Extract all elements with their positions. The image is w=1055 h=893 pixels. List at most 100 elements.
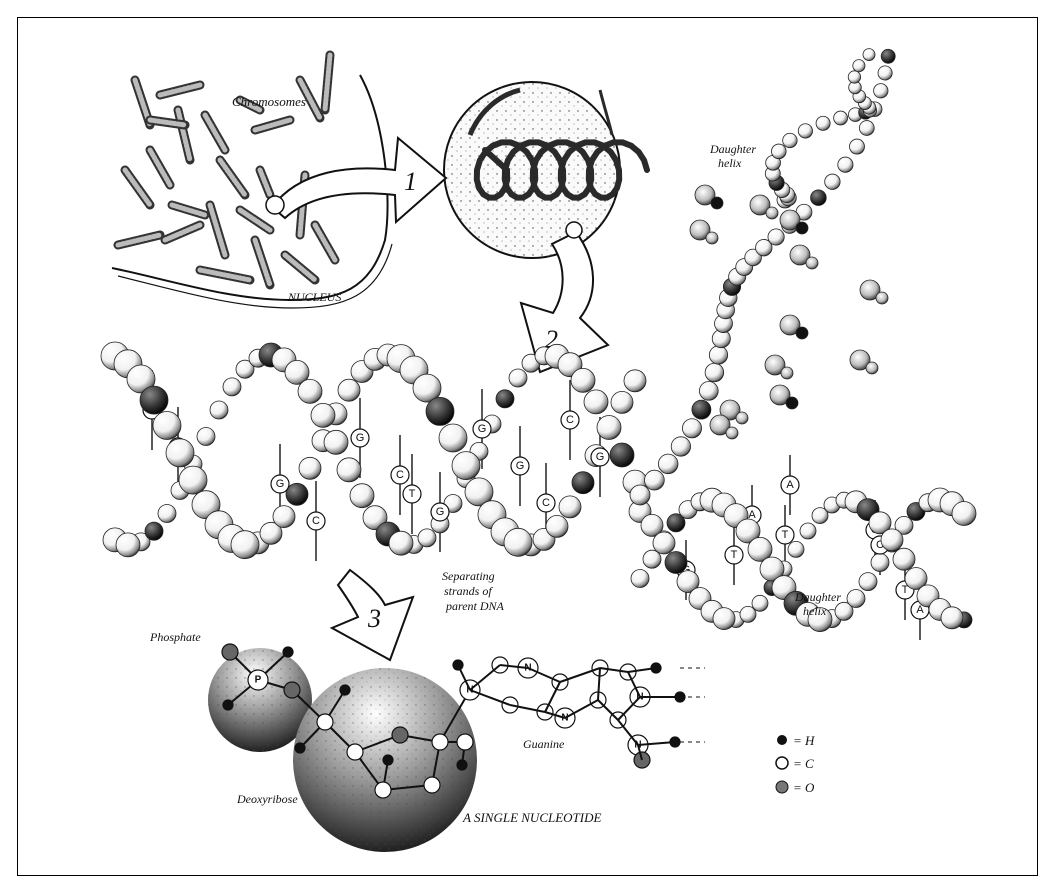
backbone-bead — [610, 443, 634, 467]
nucleotide-structure: PNNNNN — [208, 644, 705, 852]
backbone-bead — [140, 386, 168, 414]
backbone-bead — [671, 437, 690, 456]
backbone-bead — [597, 416, 621, 440]
guanine-label: Guanine — [523, 737, 565, 751]
backbone-bead — [859, 121, 874, 136]
base-letter: G — [516, 460, 525, 472]
backbone-bead — [645, 470, 665, 490]
hydrogen-atom — [283, 647, 293, 657]
carbon-atom — [457, 734, 473, 750]
hydrogen-atom — [383, 755, 393, 765]
base-letter: G — [356, 432, 365, 444]
backbone-bead — [643, 550, 661, 568]
backbone-bead — [286, 483, 308, 505]
phosphate-label: Phosphate — [149, 630, 201, 644]
backbone-bead — [509, 369, 527, 387]
oxygen-atom — [284, 682, 300, 698]
backbone-bead — [665, 552, 687, 574]
backbone-bead — [709, 346, 727, 364]
arrow-1 — [272, 138, 446, 222]
backbone-back — [132, 344, 972, 628]
backbone-bead — [153, 412, 181, 440]
arrow-1-origin — [266, 196, 284, 214]
hydrogen-atom — [223, 700, 233, 710]
backbone-bead — [752, 595, 768, 611]
carbon-legend-icon — [776, 757, 788, 769]
backbone-bead — [571, 368, 595, 392]
backbone-bead — [740, 606, 756, 622]
backbone-bead — [783, 133, 797, 147]
backbone-bead — [811, 190, 827, 206]
backbone-bead — [572, 472, 594, 494]
backbone-bead — [847, 590, 865, 608]
base-letter: T — [731, 549, 738, 561]
base-letter: T — [782, 529, 789, 541]
magnified-chromatin — [444, 82, 647, 258]
backbone-bead — [116, 533, 140, 557]
carbon-atom — [424, 777, 440, 793]
atom-symbol: P — [255, 675, 262, 686]
step-1-label: 1 — [404, 167, 417, 196]
backbone-bead — [624, 370, 646, 392]
svg-text:strands of: strands of — [444, 584, 493, 598]
backbone-bead — [179, 466, 207, 494]
backbone-bead — [878, 66, 892, 80]
separating-strands-label: Separating strands of parent DNA — [442, 569, 505, 613]
base-letter: C — [312, 515, 320, 527]
base-labels: GGGCGCGGGCCGTGATATGCTA — [143, 401, 929, 619]
hydrogen-atom — [295, 743, 305, 753]
backbone-bead — [145, 522, 163, 540]
backbone-bead — [834, 111, 848, 125]
backbone-bead — [418, 529, 436, 547]
backbone-bead — [853, 60, 865, 72]
base-letter: G — [276, 478, 285, 490]
single-nucleotide-label: A SINGLE NUCLEOTIDE — [462, 810, 602, 825]
backbone-bead — [426, 397, 454, 425]
hydrogen-atom — [457, 760, 467, 770]
chromosomes-label: Chromosomes — [232, 94, 306, 109]
backbone-bead — [338, 379, 360, 401]
atom-legend: = H = C = O — [776, 733, 815, 795]
carbon-atom — [432, 734, 448, 750]
backbone-bead — [299, 457, 321, 479]
backbone-bead — [223, 378, 241, 396]
backbone-bead — [298, 379, 322, 403]
backbone-bead — [584, 390, 608, 414]
hydrogen-atom — [340, 685, 350, 695]
backbone-bead — [863, 49, 875, 61]
carbon-atom — [317, 714, 333, 730]
backbone-bead — [158, 505, 176, 523]
backbone-bead — [324, 430, 348, 454]
backbone-bead — [788, 541, 804, 557]
backbone-bead — [611, 391, 633, 413]
backbone-bead — [682, 419, 701, 438]
oxygen-legend-icon — [776, 781, 788, 793]
base-letter: G — [436, 506, 445, 518]
hydrogen-legend-icon — [777, 735, 787, 745]
svg-text:helix: helix — [803, 604, 827, 618]
base-letter: A — [786, 479, 794, 491]
backbone-bead — [504, 528, 532, 556]
backbone-bead — [849, 139, 864, 154]
backbone-bead — [874, 84, 888, 98]
backbone-bead — [439, 424, 467, 452]
svg-text:= H: = H — [793, 733, 815, 748]
base-letter: G — [596, 451, 605, 463]
backbone-bead — [798, 124, 812, 138]
backbone-bead — [337, 458, 361, 482]
backbone-bead — [941, 607, 963, 629]
backbone-bead — [389, 531, 413, 555]
svg-text:Daughter: Daughter — [709, 142, 756, 156]
oxygen-atom — [392, 727, 408, 743]
base-letter: C — [396, 469, 404, 481]
svg-text:helix: helix — [718, 156, 742, 170]
backbone-bead — [881, 49, 895, 63]
backbone-bead — [881, 529, 903, 551]
svg-text:= O: = O — [793, 780, 815, 795]
backbone-bead — [559, 496, 581, 518]
backbone-bead — [952, 502, 976, 526]
deoxyribose-label: Deoxyribose — [236, 792, 298, 806]
backbone-bead — [771, 144, 786, 159]
backbone-bead — [859, 573, 877, 591]
